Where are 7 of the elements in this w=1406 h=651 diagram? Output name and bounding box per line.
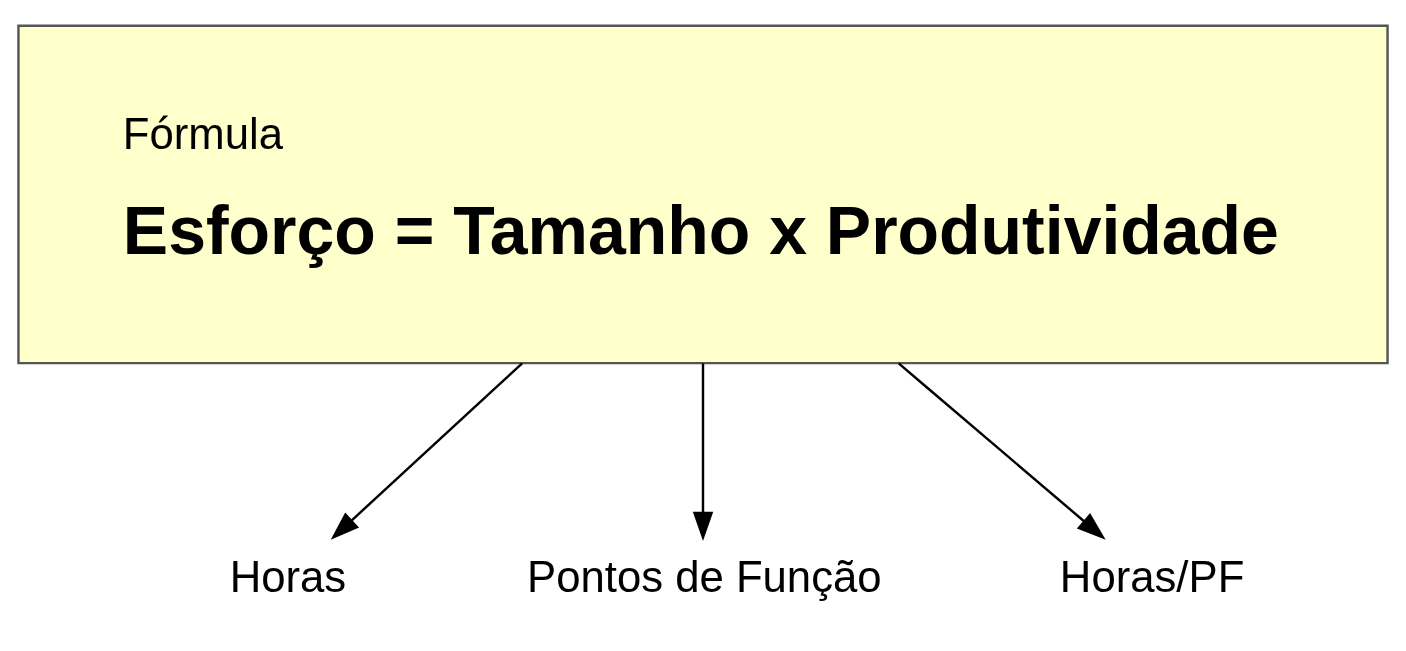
arrow [692,363,714,541]
node-text: Pontos de Função [527,552,882,602]
node-text: Horas [229,552,347,602]
arrow [330,362,523,540]
node-box: Fórmula Esforço = Tamanho x Produtividade [17,24,1389,365]
node-text: Horas/PF [1059,552,1245,602]
arrow [897,362,1106,540]
